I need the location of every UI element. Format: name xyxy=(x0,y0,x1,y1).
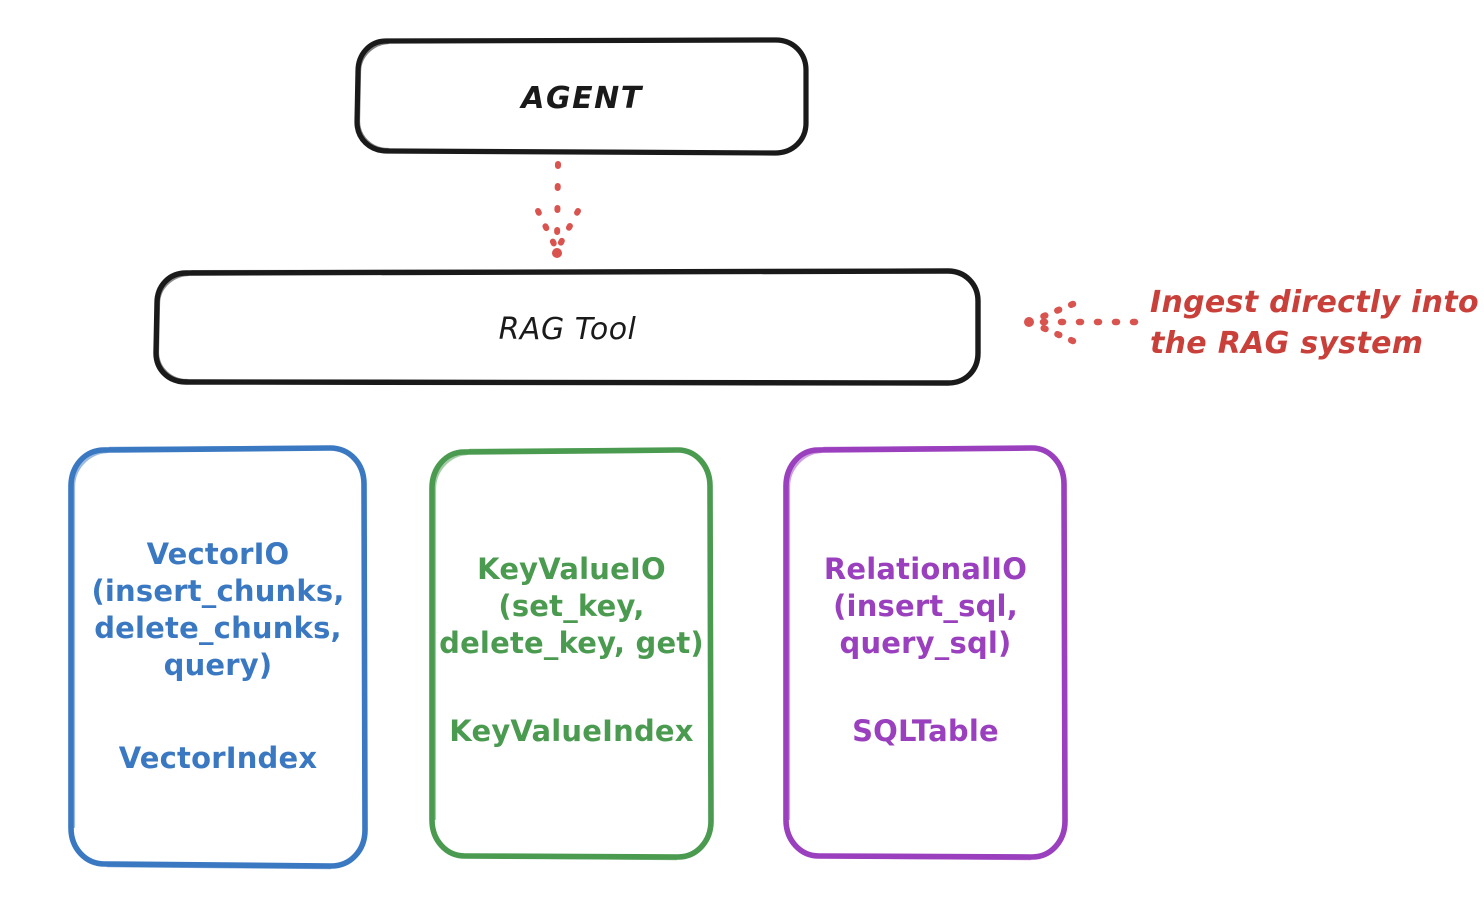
vectorio-box[interactable] xyxy=(68,445,368,870)
rag-tool-box[interactable] xyxy=(153,268,981,386)
relationalio-api-label: RelationalIO (insert_sql, query_sql) xyxy=(823,552,1028,661)
keyvalueindex-label: KeyValueIndex xyxy=(449,714,694,748)
keyvalueio-box[interactable] xyxy=(429,447,714,861)
agent-label: AGENT xyxy=(521,81,643,116)
agent-to-rag-arrow xyxy=(535,161,581,258)
ingest-note-label: Ingest directly into the RAG system xyxy=(1150,285,1479,362)
vectorio-api-label: VectorIO (insert_chunks, delete_chunks, … xyxy=(91,537,345,683)
keyvalueio-api-label: KeyValueIO (set_key, delete_key, get) xyxy=(439,552,704,661)
rag-tool-label: RAG Tool xyxy=(498,312,637,347)
sqltable-label: SQLTable xyxy=(852,714,999,748)
relationalio-box[interactable] xyxy=(783,445,1068,861)
ingest-note-arrow xyxy=(1024,300,1139,345)
agent-box[interactable] xyxy=(354,37,809,156)
vectorindex-label: VectorIndex xyxy=(118,741,318,775)
